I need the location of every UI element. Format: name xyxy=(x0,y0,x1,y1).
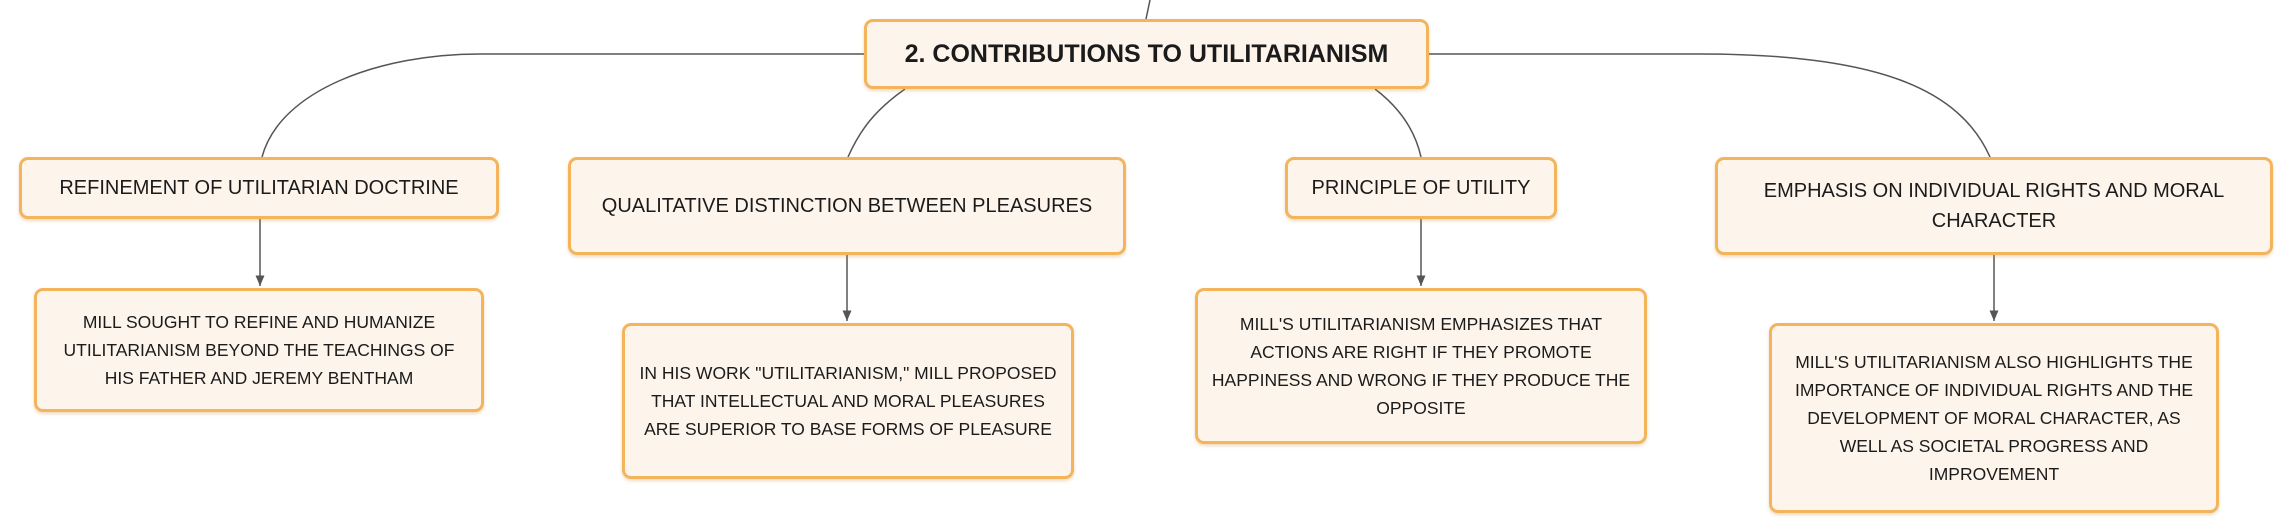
branch-node-refinement[interactable]: REFINEMENT OF UTILITARIAN DOCTRINE xyxy=(19,157,499,219)
connector-root-to-branch-3 xyxy=(1374,88,1422,158)
branch-label: REFINEMENT OF UTILITARIAN DOCTRINE xyxy=(59,177,459,199)
connector-root-to-branch-4 xyxy=(1429,53,1991,158)
branch-label: PRINCIPLE OF UTILITY xyxy=(1311,177,1531,199)
connector-parent-to-root xyxy=(1145,0,1151,20)
detail-text: MILL SOUGHT TO REFINE AND HUMANIZE UTILI… xyxy=(63,312,455,388)
branch-node-qualitative-distinction[interactable]: QUALITATIVE DISTINCTION BETWEEN PLEASURE… xyxy=(568,157,1126,255)
branch-node-principle-of-utility[interactable]: PRINCIPLE OF UTILITY xyxy=(1285,157,1557,219)
connector-root-to-branch-2 xyxy=(847,88,906,158)
detail-node-refinement[interactable]: MILL SOUGHT TO REFINE AND HUMANIZE UTILI… xyxy=(34,288,484,412)
branch-node-individual-rights[interactable]: EMPHASIS ON INDIVIDUAL RIGHTS AND MORAL … xyxy=(1715,157,2273,255)
root-topic-node[interactable]: 2. CONTRIBUTIONS TO UTILITARIANISM xyxy=(864,19,1429,89)
detail-text: IN HIS WORK "UTILITARIANISM," MILL PROPO… xyxy=(639,363,1057,439)
branch-label: QUALITATIVE DISTINCTION BETWEEN PLEASURE… xyxy=(601,195,1093,217)
branch-label: EMPHASIS ON INDIVIDUAL RIGHTS AND MORAL … xyxy=(1763,180,2225,232)
detail-node-principle-of-utility[interactable]: MILL'S UTILITARIANISM EMPHASIZES THAT AC… xyxy=(1195,288,1647,444)
detail-node-individual-rights[interactable]: MILL'S UTILITARIANISM ALSO HIGHLIGHTS TH… xyxy=(1769,323,2219,513)
connector-root-to-branch-1 xyxy=(261,53,864,158)
detail-text: MILL'S UTILITARIANISM ALSO HIGHLIGHTS TH… xyxy=(1794,352,2193,484)
root-topic-label: 2. CONTRIBUTIONS TO UTILITARIANISM xyxy=(904,39,1389,68)
detail-node-qualitative-distinction[interactable]: IN HIS WORK "UTILITARIANISM," MILL PROPO… xyxy=(622,323,1074,479)
detail-text: MILL'S UTILITARIANISM EMPHASIZES THAT AC… xyxy=(1211,314,1631,418)
